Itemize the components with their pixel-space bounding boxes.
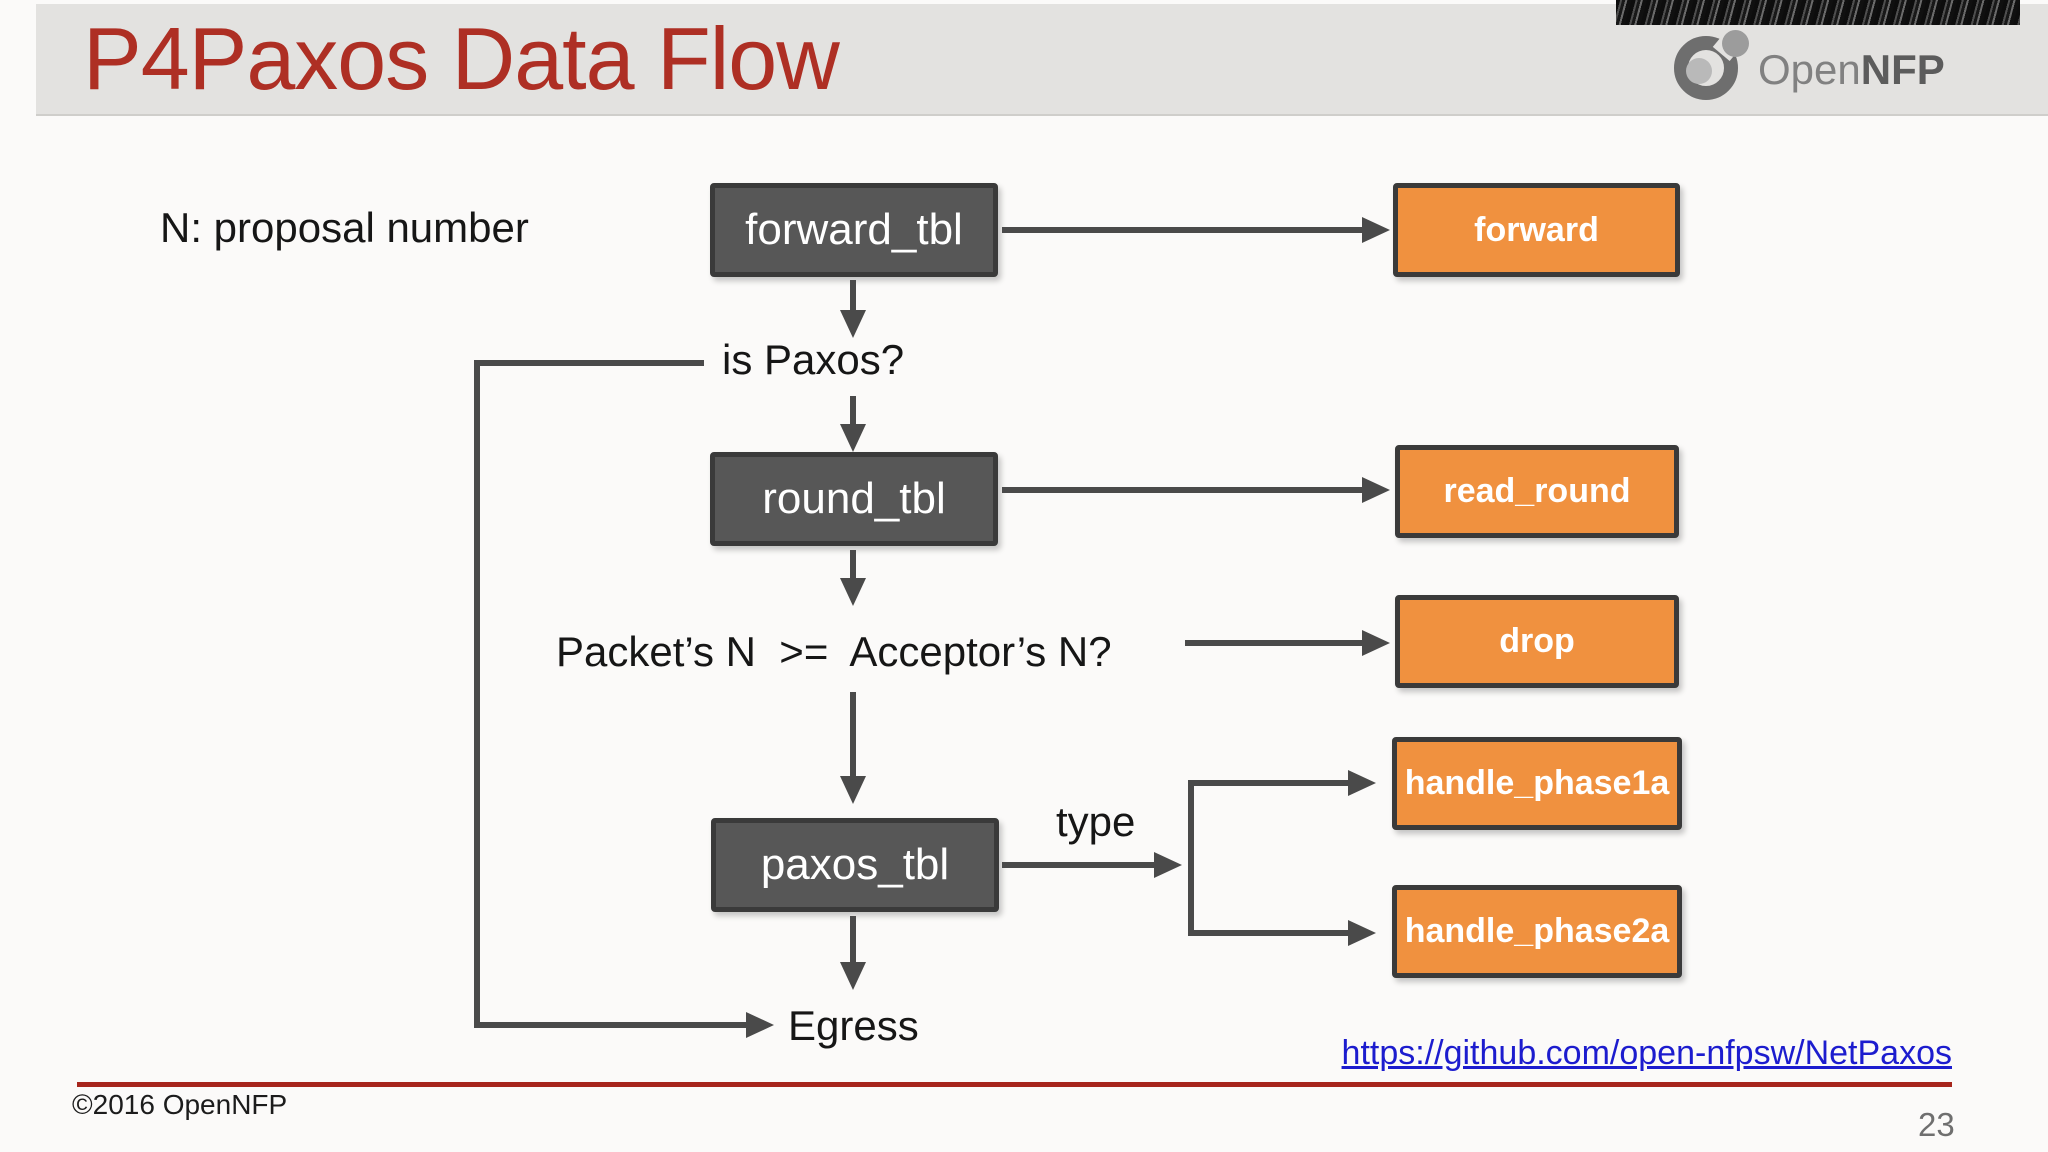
- node-forward-tbl: forward_tbl: [710, 183, 998, 277]
- branch-bracket-line: [1188, 780, 1194, 936]
- node-drop-action: drop: [1395, 595, 1679, 688]
- proposal-number-note: N: proposal number: [160, 204, 529, 251]
- node-round-tbl: round_tbl: [710, 452, 998, 546]
- arrowhead-forwardtbl-to-ispaxos: [840, 310, 866, 338]
- opennfp-logo-dot: [1722, 30, 1749, 57]
- logo-nfp-label: NFP: [1860, 46, 1945, 93]
- footer-divider-line: [77, 1082, 1952, 1087]
- arrowhead-paxostbl-to-branch: [1154, 852, 1182, 878]
- arrowhead-roundtbl-to-check: [840, 578, 866, 606]
- arrow-check-to-drop: [1185, 640, 1362, 646]
- is-paxos-label: is Paxos?: [722, 336, 905, 383]
- node-handle-phase2a-action: handle_phase2a: [1392, 885, 1682, 978]
- packet-n-check-label: Packet’s N >= Acceptor’s N?: [556, 628, 1112, 675]
- node-paxos-tbl: paxos_tbl: [711, 818, 999, 912]
- arrowhead-branch-to-phase2a: [1348, 920, 1376, 946]
- github-link[interactable]: https://github.com/open-nfpsw/NetPaxos: [1341, 1034, 1952, 1072]
- loopback-top-line: [474, 360, 704, 366]
- arrow-roundtbl-to-readround: [1002, 487, 1362, 493]
- arrowhead-forwardtbl-to-forward: [1362, 217, 1390, 243]
- opennfp-logo-text: OpenNFP: [1758, 46, 1945, 94]
- arrowhead-paxostbl-to-egress: [840, 962, 866, 990]
- arrowhead-ispaxos-to-roundtbl: [840, 424, 866, 452]
- type-label: type: [1056, 798, 1136, 845]
- arrowhead-loopback-to-egress: [746, 1012, 774, 1038]
- page-number: 23: [1918, 1106, 1955, 1143]
- arrow-branch-to-phase2a: [1188, 930, 1348, 936]
- node-handle-phase1a-action: handle_phase1a: [1392, 737, 1682, 830]
- arrow-paxostbl-to-egress: [850, 916, 856, 962]
- opennfp-logo-inner-dot: [1686, 58, 1712, 84]
- copyright-label: ©2016 OpenNFP: [72, 1089, 288, 1120]
- video-scrubber-strip-icon: [1616, 0, 2020, 25]
- node-forward-action: forward: [1393, 183, 1680, 277]
- arrowhead-roundtbl-to-readround: [1362, 477, 1390, 503]
- egress-label: Egress: [788, 1002, 919, 1049]
- node-read-round-action: read_round: [1395, 445, 1679, 538]
- arrowhead-branch-to-phase1a: [1348, 770, 1376, 796]
- arrowhead-check-to-drop: [1362, 630, 1390, 656]
- arrow-branch-to-phase1a: [1188, 780, 1348, 786]
- arrow-forwardtbl-to-forward: [1002, 227, 1362, 233]
- arrow-paxostbl-to-branch: [1002, 862, 1154, 868]
- arrow-forwardtbl-to-ispaxos: [850, 280, 856, 310]
- loopback-bottom-line: [474, 1022, 746, 1028]
- arrow-ispaxos-to-roundtbl: [850, 396, 856, 424]
- page-title: P4Paxos Data Flow: [83, 9, 840, 108]
- logo-open-label: Open: [1758, 46, 1861, 93]
- loopback-vertical-line: [474, 360, 480, 1028]
- arrow-check-to-paxostbl: [850, 692, 856, 776]
- arrow-roundtbl-to-check: [850, 550, 856, 578]
- arrowhead-check-to-paxostbl: [840, 776, 866, 804]
